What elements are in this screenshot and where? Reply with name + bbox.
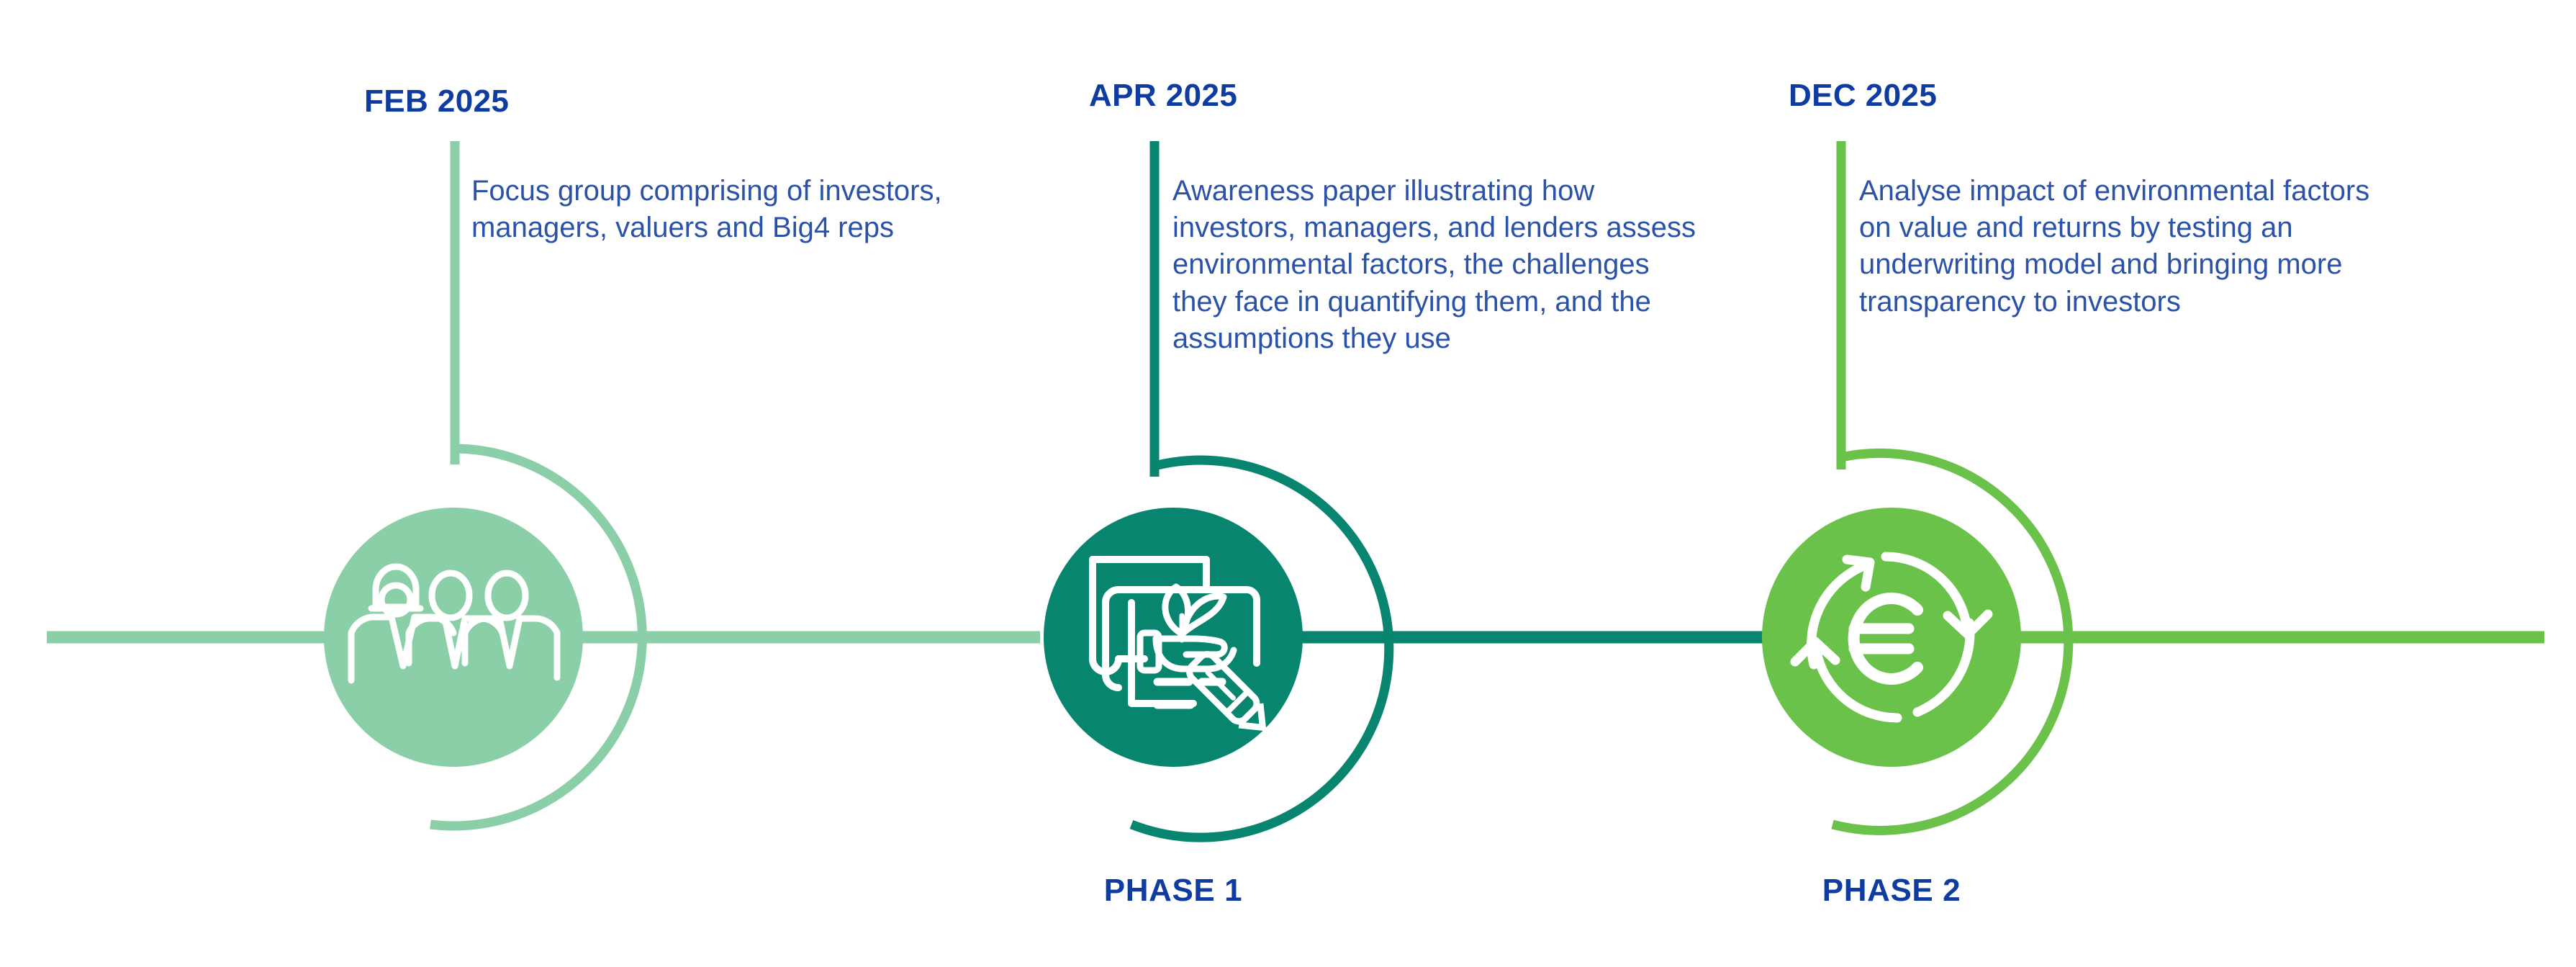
milestone-ring-dec	[1831, 448, 2074, 835]
milestone-dec-2025	[1762, 141, 2074, 835]
milestone-feb-2025	[324, 141, 647, 831]
milestone-date-feb: FEB 2025	[364, 84, 510, 119]
phase-label-2: PHASE 2	[1822, 873, 1961, 908]
milestone-date-dec: DEC 2025	[1789, 78, 1938, 113]
phase-label-1: PHASE 1	[1103, 873, 1243, 908]
milestone-ring-feb	[430, 444, 647, 831]
milestone-ring-apr	[1129, 455, 1394, 842]
milestone-body-apr: Awareness paper illustrating how investo…	[1172, 175, 1704, 354]
milestone-circle-dec	[1762, 508, 2021, 767]
milestone-body-feb: Focus group comprising of investors, man…	[471, 175, 950, 244]
milestone-circle-feb	[324, 508, 583, 767]
milestone-apr-2025	[1044, 141, 1394, 842]
milestone-date-apr: APR 2025	[1089, 78, 1238, 113]
milestone-body-dec: Analyse impact of environmental factors …	[1859, 175, 2378, 318]
